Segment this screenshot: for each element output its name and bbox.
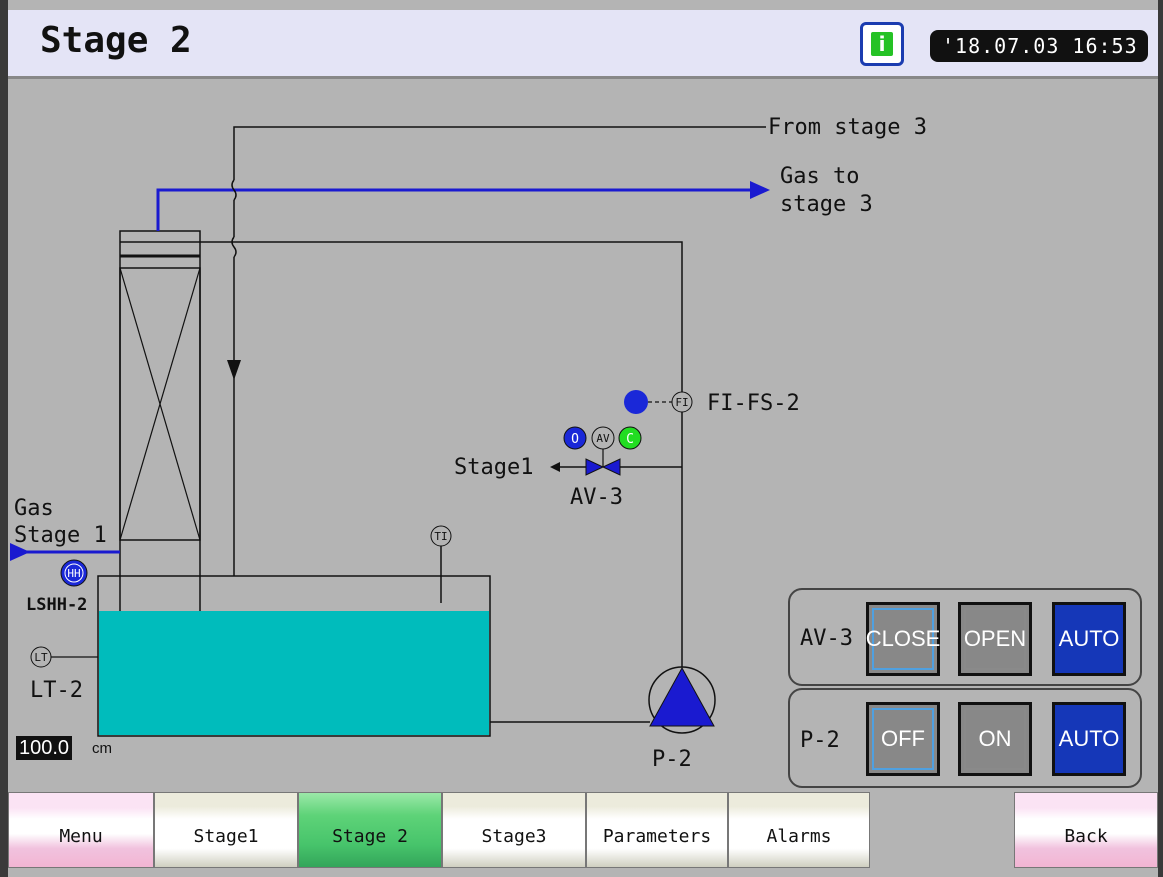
nav-menu-label: Menu [59,825,103,847]
av3-control-group: AV-3 CLOSE OPEN AUTO [788,588,1142,686]
header-bar: Stage 2 i '18.07.03 16:53 [8,10,1158,79]
level-unit-label: cm [92,740,112,757]
level-value-display: 100.0 [16,736,73,760]
nav-alarms-button[interactable]: Alarms [728,792,870,868]
nav-stage1-label: Stage1 [193,825,259,847]
nav-stage3-button[interactable]: Stage3 [442,792,586,868]
nav-stage3-label: Stage3 [481,825,547,847]
column-body [119,230,201,612]
nav-stage2-button[interactable]: Stage 2 [298,792,442,868]
column-packing-cross-b [119,267,201,541]
gas-to-stage3-label-1: Gas to [780,164,859,189]
valve-av3-icon [585,458,605,476]
valve-tag-bubble [591,426,615,450]
valve-tag-text: AV [596,432,610,445]
flow-label: FI-FS-2 [707,391,800,416]
nav-menu-button[interactable]: Menu [8,792,154,868]
p2-auto-button[interactable]: AUTO [1052,702,1126,776]
nav-alarms-label: Alarms [766,825,832,847]
av3-auto-label: AUTO [1058,626,1120,651]
av3-control-label: AV-3 [800,626,853,651]
gas-inlet-arrow [10,543,30,561]
process-diagram: O AV C FI TI HH LT From stage 3 Gas to s… [10,115,927,772]
bottom-nav: Menu Stage1 Stage 2 Stage3 Parameters Al… [8,790,1158,877]
nav-back-button[interactable]: Back [1014,792,1158,868]
to-stage1-arrow [550,462,560,472]
datetime-display: '18.07.03 16:53 [930,30,1148,62]
nav-parameters-button[interactable]: Parameters [586,792,728,868]
valve-open-indicator-text: O [571,432,579,447]
gas-outlet-arrow [750,181,770,199]
info-icon: i [871,32,893,56]
nav-stage2-label: Stage 2 [332,825,408,847]
av3-close-label: CLOSE [865,626,941,651]
line-crossover-2 [231,236,237,258]
level-switch-tag-text: HH [67,567,80,580]
p2-control-label: P-2 [800,728,840,753]
p2-off-button[interactable]: OFF [866,702,940,776]
column-packing [119,267,201,541]
nav-parameters-label: Parameters [602,825,712,847]
nav-stage1-button[interactable]: Stage1 [154,792,298,868]
from-stage3-label: From stage 3 [768,115,927,140]
flow-tag-bubble [671,391,693,413]
p2-control-group: P-2 OFF ON AUTO [788,688,1142,788]
av3-close-button[interactable]: CLOSE [866,602,940,676]
valve-av3-label: AV-3 [570,485,623,510]
flow-arrow-down [227,360,241,380]
from-stage3-line [233,126,766,180]
p2-off-label: OFF [881,726,925,751]
valve-open-indicator [563,426,587,450]
tank-liquid [99,611,489,735]
gas-outlet-line [156,188,756,231]
valve-close-indicator-text: C [626,432,634,447]
p2-on-label: ON [978,726,1012,751]
av3-auto-button[interactable]: AUTO [1052,602,1126,676]
p2-on-button[interactable]: ON [958,702,1032,776]
valve-close-indicator [618,426,642,450]
flow-tag-text: FI [675,396,688,409]
flow-status-indicator [624,390,648,414]
line-crossover-1 [231,179,237,201]
gas-to-stage3-label-2: stage 3 [780,192,873,217]
av3-open-button[interactable]: OPEN [958,602,1032,676]
info-button[interactable]: i [860,22,904,66]
temp-tag-text: TI [434,530,447,543]
stage1-outlet-label: Stage1 [454,455,533,480]
pump-p2-icon [649,666,715,727]
level-switch-label: LSHH-2 [26,595,87,615]
nav-back-label: Back [1064,825,1108,847]
gas-inlet-label-2: Stage 1 [14,523,107,548]
level-tx-label: LT-2 [30,678,83,703]
level-switch-indicator-ring [64,563,84,583]
recirc-line [200,241,683,668]
valve-av3-icon-right [601,458,621,476]
hmi-screen: Stage 2 i '18.07.03 16:53 [8,0,1158,877]
level-tx-tag-text: LT [34,651,48,664]
p2-auto-label: AUTO [1058,726,1120,751]
gas-inlet-label-1: Gas [14,496,54,521]
pump-p2-label: P-2 [652,747,692,772]
av3-open-label: OPEN [963,626,1027,651]
page-title: Stage 2 [40,20,192,61]
